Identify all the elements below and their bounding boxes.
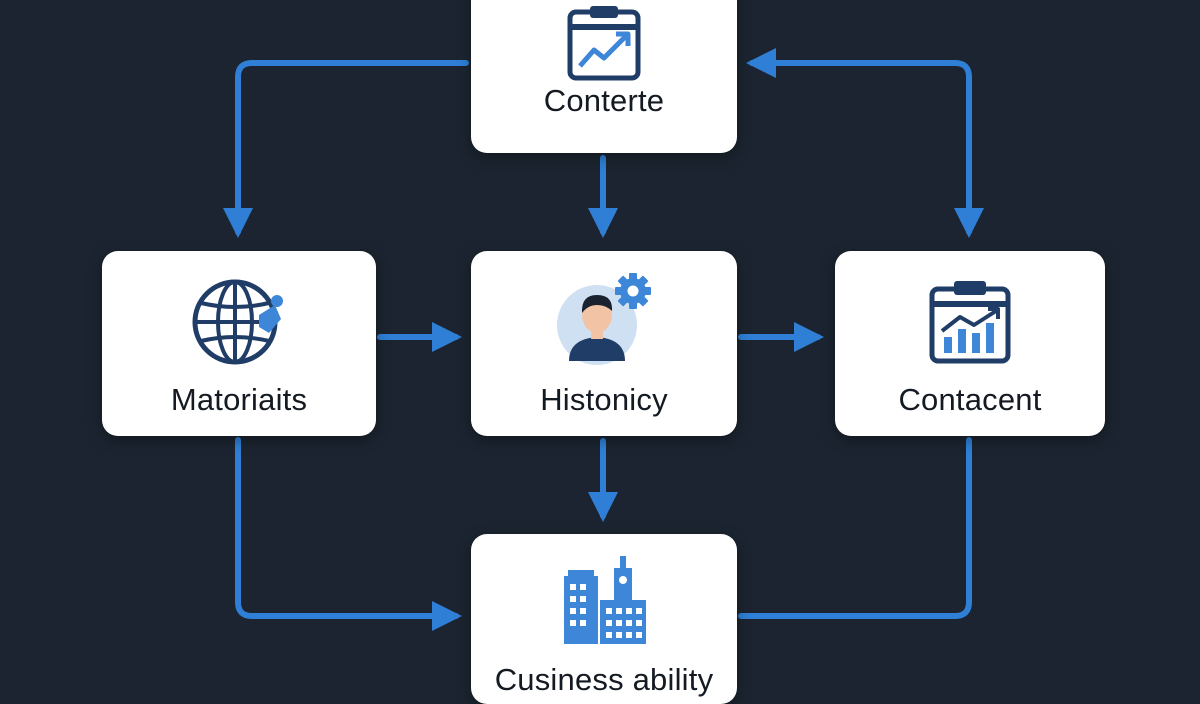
node-left-label: Matoriaits [170, 382, 308, 417]
node-bottom[interactable]: Cusiness ability [471, 534, 737, 704]
arrow-top-to-right [952, 60, 984, 238]
node-center[interactable]: Histonicy [471, 251, 737, 436]
buildings-icon [564, 556, 646, 644]
bar-chart-clipboard-icon [929, 281, 1011, 364]
node-right[interactable]: Contacent [835, 251, 1105, 436]
connector-layer [223, 48, 984, 631]
person-gear-icon [557, 273, 651, 365]
chart-clipboard-icon [567, 6, 641, 81]
node-left[interactable]: Matoriaits [102, 251, 376, 436]
arrow-right-to-bottom [738, 437, 972, 619]
node-top-label: Conterte [543, 83, 665, 118]
node-center-label: Histonicy [540, 382, 668, 417]
arrow-top-to-left [223, 60, 469, 238]
node-right-label: Contacent [898, 382, 1042, 417]
arrow-left-to-bottom [235, 437, 462, 631]
globe-icon [192, 279, 283, 365]
node-bottom-label: Cusiness ability [494, 662, 714, 697]
diagram-canvas: Conterte Matoriaits [102, 0, 1105, 704]
node-top[interactable]: Conterte [471, 0, 737, 153]
